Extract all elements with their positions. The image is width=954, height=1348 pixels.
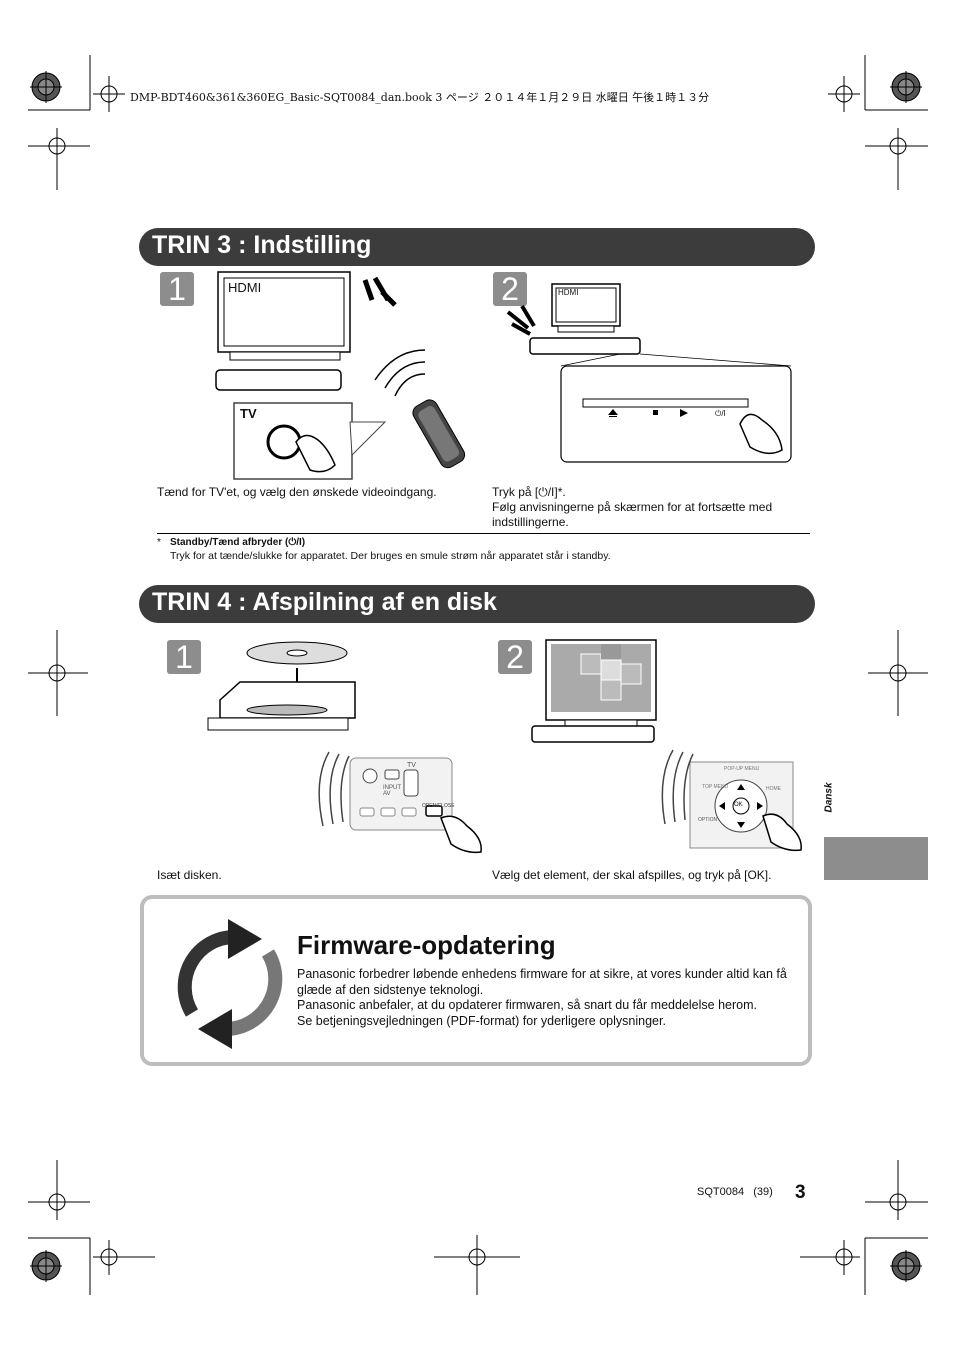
tv-input-label: HDMI xyxy=(558,288,579,297)
footnote-divider xyxy=(157,533,810,534)
top-menu-label: TOP MENU xyxy=(702,784,729,790)
firmware-paragraph: Se betjeningsvejledningen (PDF-format) f… xyxy=(297,1013,666,1028)
document-code-id: SQT0084 xyxy=(697,1186,745,1198)
section-header-trin3: TRIN 3 : Indstilling xyxy=(139,228,815,266)
language-label: Dansk xyxy=(823,782,835,813)
home-menu-illustration xyxy=(531,639,802,852)
document-code-sub: (39) xyxy=(753,1186,773,1198)
step-number-badge: 1 xyxy=(160,272,194,306)
step-number-badge: 2 xyxy=(498,640,532,674)
step-caption: Tryk på [⏻/I]*. Følg anvisningerne på sk… xyxy=(492,485,812,530)
tv-input-label: HDMI xyxy=(228,280,262,295)
home-button-label: HOME xyxy=(766,786,781,792)
step-caption: Isæt disken. xyxy=(157,868,222,882)
player-front-panel-illustration xyxy=(506,283,792,463)
footnote-marker: * xyxy=(157,537,161,548)
step-caption: Tænd for TV'et, og vælg den ønskede vide… xyxy=(157,485,437,499)
caption-line: Tryk på [⏻/I]*. xyxy=(492,485,566,499)
print-header: DMP-BDT460&361&360EG_Basic-SQT0084_dan.b… xyxy=(130,91,710,104)
page-number: 3 xyxy=(795,1182,806,1203)
tv-player-illustration xyxy=(215,271,466,480)
document-code: SQT0084 (39) xyxy=(697,1186,773,1198)
step-number-badge: 2 xyxy=(493,272,527,306)
caption-line: Følg anvisningerne på skærmen for at for… xyxy=(492,500,773,529)
section-header-trin4: TRIN 4 : Afspilning af en disk xyxy=(139,585,815,623)
remote-tv-button-label: TV xyxy=(240,406,257,421)
firmware-paragraph: Panasonic forbedrer løbende enhedens fir… xyxy=(297,967,787,997)
power-button-label: ⏻/I xyxy=(715,409,726,418)
popup-menu-label: POP-UP MENU xyxy=(724,766,760,772)
remote-input-label: INPUT AV xyxy=(383,785,401,797)
step-number-badge: 1 xyxy=(167,640,201,674)
section-title: TRIN 3 : Indstilling xyxy=(152,231,372,259)
option-button-label: OPTION xyxy=(698,817,718,823)
disc-insert-illustration xyxy=(207,641,482,854)
firmware-box xyxy=(140,895,812,1066)
firmware-paragraph: Panasonic anbefaler, at du opdaterer fir… xyxy=(297,998,757,1012)
open-close-label: OPEN/CLOSE xyxy=(422,803,455,809)
firmware-title: Firmware-opdatering xyxy=(297,930,556,960)
ok-button-label: OK xyxy=(734,802,743,808)
footnote-text: Tryk for at tænde/slukke for apparatet. … xyxy=(170,550,611,562)
step-caption: Vælg det element, der skal afspilles, og… xyxy=(492,868,772,882)
remote-tv-label: TV xyxy=(407,762,416,769)
firmware-text: Panasonic forbedrer løbende enhedens fir… xyxy=(297,967,792,1029)
section-title: TRIN 4 : Afspilning af en disk xyxy=(152,588,497,616)
language-tab xyxy=(824,837,928,880)
refresh-icon xyxy=(177,919,283,1049)
footnote-title: Standby/Tænd afbryder (⏻/I) xyxy=(170,537,306,548)
